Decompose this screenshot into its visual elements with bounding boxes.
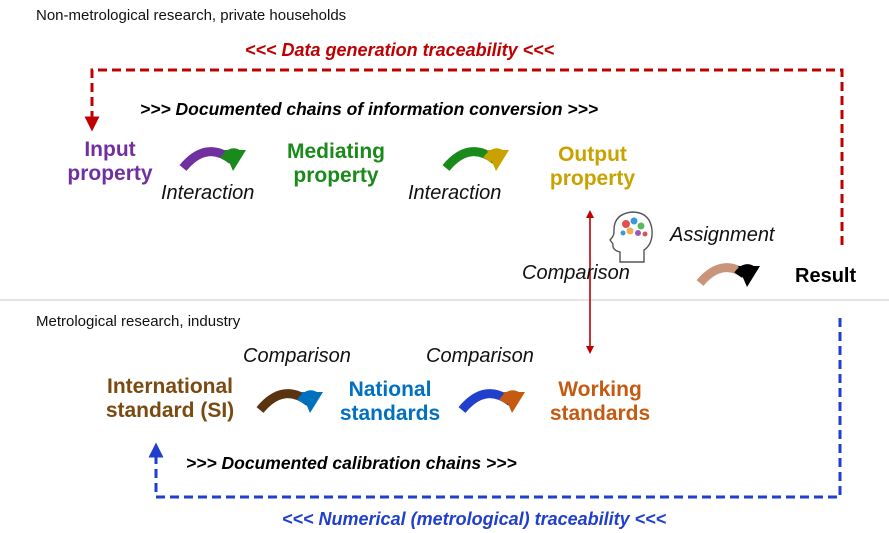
- data-generation-trace-line: [84, 68, 844, 245]
- interaction-label-1: Interaction: [161, 182, 255, 204]
- interaction-label-2: Interaction: [408, 182, 502, 204]
- lower-section-label: Metrological research, industry: [36, 313, 241, 330]
- numerical-traceability-label: <<< Numerical (metrological) traceabilit…: [282, 509, 667, 529]
- result-label: Result: [795, 265, 857, 287]
- assignment-curved-arrow-icon: [696, 263, 760, 287]
- comparison-1-curved-arrow-icon: [256, 389, 323, 414]
- interaction-1-curved-arrow-icon: [179, 147, 246, 172]
- calibration-chain-label: >>> Documented calibration chains >>>: [186, 453, 517, 473]
- head-gears-icon: [609, 211, 653, 263]
- comparison-label-2: Comparison: [426, 345, 534, 367]
- assignment-label: Assignment: [670, 224, 775, 246]
- information-chain-label: >>> Documented chains of information con…: [140, 99, 599, 119]
- upper-section-label: Non-metrological research, private house…: [36, 7, 347, 24]
- comparison-label-1: Comparison: [243, 345, 351, 367]
- numerical-trace-line: [148, 318, 842, 499]
- interaction-2-curved-arrow-icon: [442, 147, 509, 172]
- comparison-2-curved-arrow-icon: [458, 389, 525, 414]
- data-generation-traceability-label: <<< Data generation traceability <<<: [245, 40, 555, 60]
- comparison-vertical-label: Comparison: [522, 262, 630, 284]
